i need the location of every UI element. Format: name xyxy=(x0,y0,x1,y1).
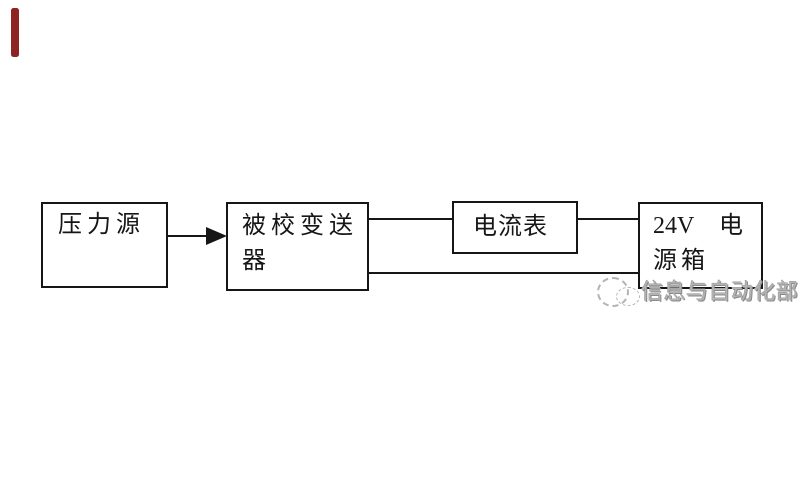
box-pressure-source: 压力源 xyxy=(41,202,168,288)
power-supply-label-line2: 源箱 xyxy=(653,248,709,274)
transmitter-label-line2: 器 xyxy=(242,248,266,274)
box-24v-power-supply: 24V 电 源箱 xyxy=(638,202,763,289)
connector-ammeter-to-power-supply xyxy=(577,218,639,220)
power-supply-label-line1: 24V 电 xyxy=(653,209,743,244)
connector-transmitter-to-ammeter xyxy=(369,218,453,220)
box-ammeter: 电流表 xyxy=(452,201,578,254)
box-transmitter-under-calibration: 被校变送 器 xyxy=(226,202,369,291)
power-supply-voltage: 24V xyxy=(653,213,695,239)
watermark-text: 信息与自动化部 xyxy=(641,279,799,304)
watermark-logo-icon xyxy=(616,287,640,306)
connector-transmitter-to-power-supply-return xyxy=(369,272,639,274)
arrowhead-right-icon xyxy=(206,227,227,245)
pressure-source-label: 压力源 xyxy=(58,212,145,238)
arrow-connector-line xyxy=(167,235,208,237)
power-supply-label-char: 电 xyxy=(719,213,743,239)
red-accent-bar xyxy=(11,8,19,57)
transmitter-label-line1: 被校变送 xyxy=(242,213,358,239)
ammeter-label: 电流表 xyxy=(473,214,548,240)
